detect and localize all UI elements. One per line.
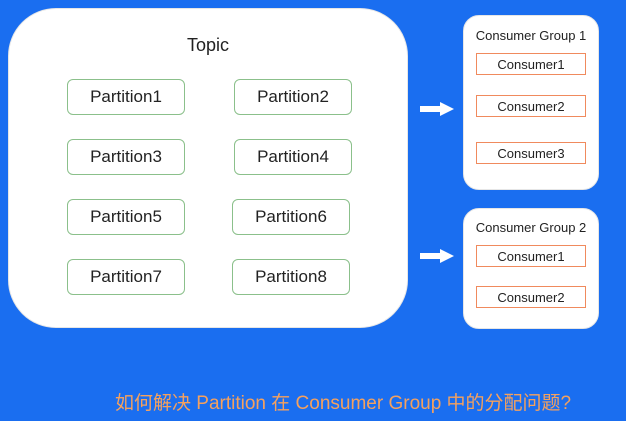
topic-title: Topic [186,35,230,55]
partition-node-8: Partition8 [232,259,350,295]
partition-node-1: Partition1 [67,79,185,115]
arrow-to-group-1-icon [420,102,454,116]
caption-question: 如何解决 Partition 在 Consumer Group 中的分配问题? [115,393,572,414]
group-2-consumer-2: Consumer2 [476,286,586,308]
consumer-group-1: Consumer Group 1 Consumer1 Consumer2 Con… [463,15,599,190]
consumer-group-1-title: Consumer Group 1 [475,28,587,43]
consumer-group-2-title: Consumer Group 2 [475,220,587,235]
partition-node-4: Partition4 [234,139,352,175]
arrow-to-group-2-icon [420,249,454,263]
group-1-consumer-1: Consumer1 [476,53,586,75]
partition-node-7: Partition7 [67,259,185,295]
group-1-consumer-2: Consumer2 [476,95,586,117]
partition-node-6: Partition6 [232,199,350,235]
consumer-group-2: Consumer Group 2 Consumer1 Consumer2 [463,208,599,329]
partition-node-3: Partition3 [67,139,185,175]
group-2-consumer-1: Consumer1 [476,245,586,267]
group-1-consumer-3: Consumer3 [476,142,586,164]
partition-node-2: Partition2 [234,79,352,115]
partition-node-5: Partition5 [67,199,185,235]
